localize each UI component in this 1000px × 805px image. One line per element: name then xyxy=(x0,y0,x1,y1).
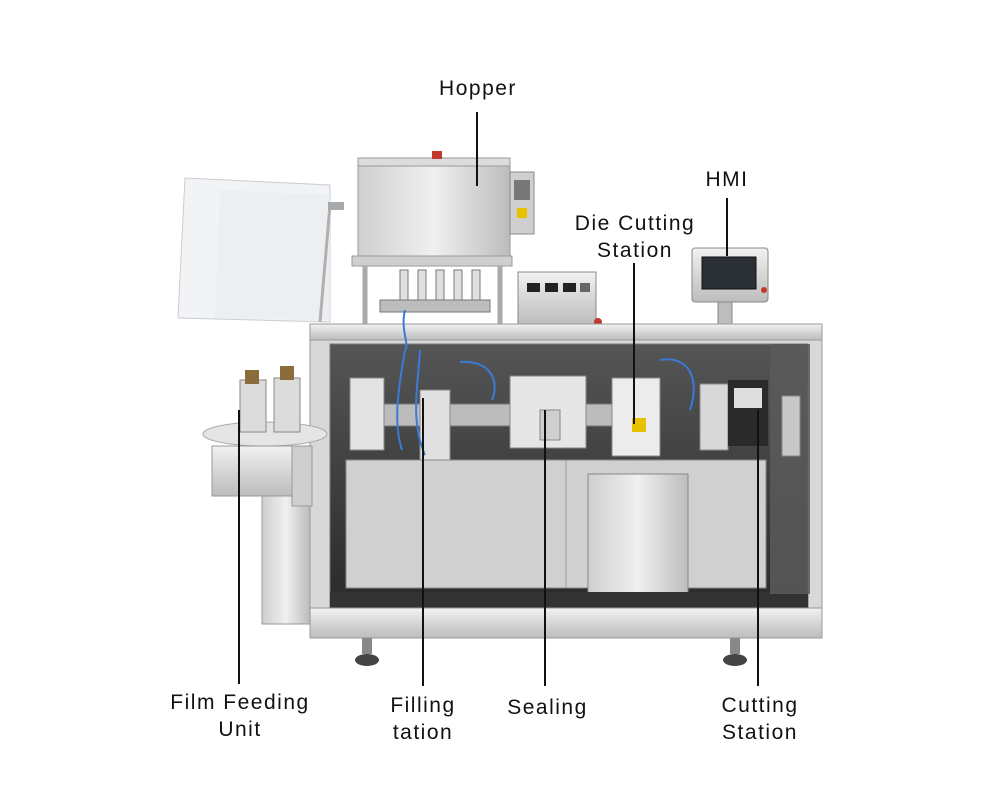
main-cabinet xyxy=(309,323,823,639)
filling-nozzles xyxy=(379,269,491,313)
hmi-label: HMI xyxy=(705,168,749,191)
film-feeding-label-line2: Unit xyxy=(218,718,262,741)
forming-track xyxy=(349,375,768,461)
hmi-panel xyxy=(691,247,769,329)
leveling-feet xyxy=(355,638,747,666)
die-cutting-station-label: Die Cutting Station xyxy=(560,210,710,264)
cutting-label-line2: Station xyxy=(722,721,798,744)
control-panel xyxy=(517,271,602,326)
guard-cover xyxy=(177,177,344,323)
film-feeding-label-line1: Film Feeding xyxy=(170,691,310,714)
filling-label-line2: tation xyxy=(392,721,454,744)
die-cutting-label-line1: Die Cutting xyxy=(574,212,696,235)
die-cutting-label-line2: Station xyxy=(597,239,673,262)
film-feeding-unit-label: Film Feeding Unit xyxy=(155,689,325,743)
cutting-label-line1: Cutting xyxy=(721,694,799,717)
filling-label-line1: Filling xyxy=(390,694,456,717)
film-feeding-unit xyxy=(202,366,328,625)
sealing-label: Sealing xyxy=(507,696,588,719)
leader-lines xyxy=(238,112,759,686)
filling-station-label: Filling tation xyxy=(373,692,473,746)
cutting-station-label: Cutting Station xyxy=(705,692,815,746)
pneumatic-tubes xyxy=(396,309,695,456)
hopper-unit xyxy=(351,151,535,325)
hopper-label: Hopper xyxy=(439,77,517,100)
